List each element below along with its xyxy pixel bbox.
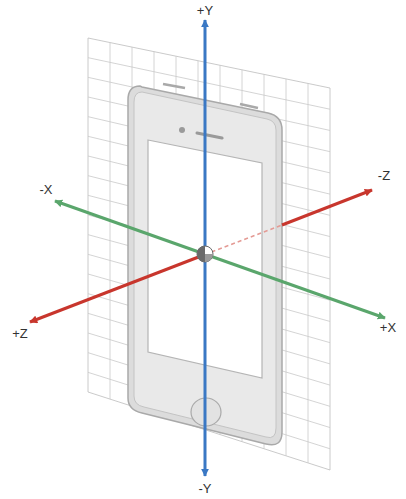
z-axis-label: +Z xyxy=(12,326,28,341)
y-axis-label: -Y xyxy=(199,481,212,496)
grid-plane xyxy=(88,38,330,470)
x-axis xyxy=(55,201,385,318)
x-axis-label: -X xyxy=(40,182,53,197)
z-axis-label: -Z xyxy=(378,168,390,183)
origin-marker xyxy=(197,246,213,262)
y-axis-label: +Y xyxy=(197,3,213,18)
x-axis-label: +X xyxy=(380,320,396,335)
